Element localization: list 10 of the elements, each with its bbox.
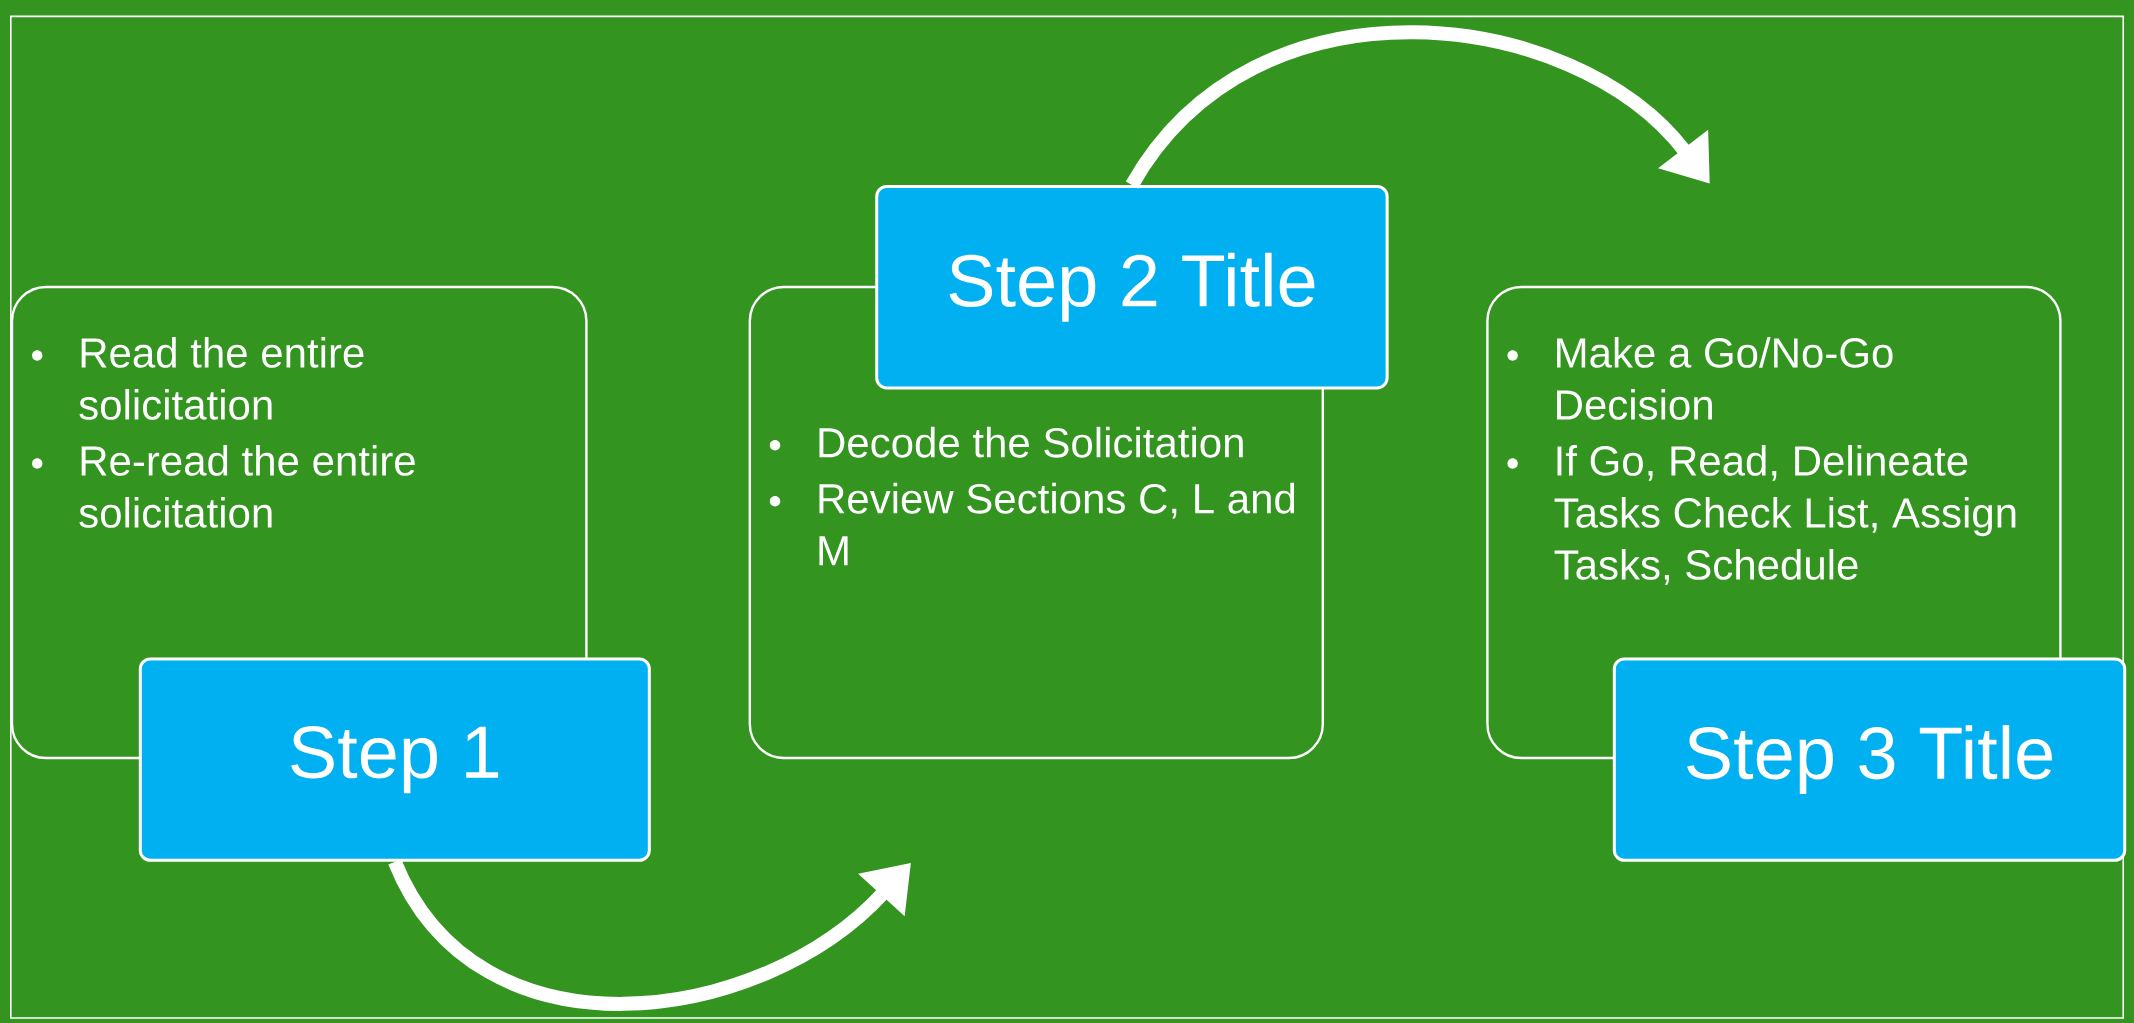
step-title-box: Step 3 Title — [1612, 657, 2127, 862]
bullet-text: Review Sections C, L and M — [769, 482, 1295, 566]
step-title-box: Step 1 — [138, 657, 651, 862]
curved-arrow — [1126, 25, 1710, 190]
step-title-box: Step 2 Title — [875, 185, 1389, 390]
bullet-text: Decode the Solicitation — [769, 426, 1243, 458]
bullet-text: If Go, Read, Delineate Tasks Check List, Assign Tasks, Schedule — [1507, 445, 2016, 585]
bullet-text: Re-read the entire solicitation — [32, 445, 415, 528]
bullet-text: Make a Go/No-Go Decision — [1507, 337, 1893, 420]
bullet-text: Read the entire solicitation — [32, 337, 364, 420]
